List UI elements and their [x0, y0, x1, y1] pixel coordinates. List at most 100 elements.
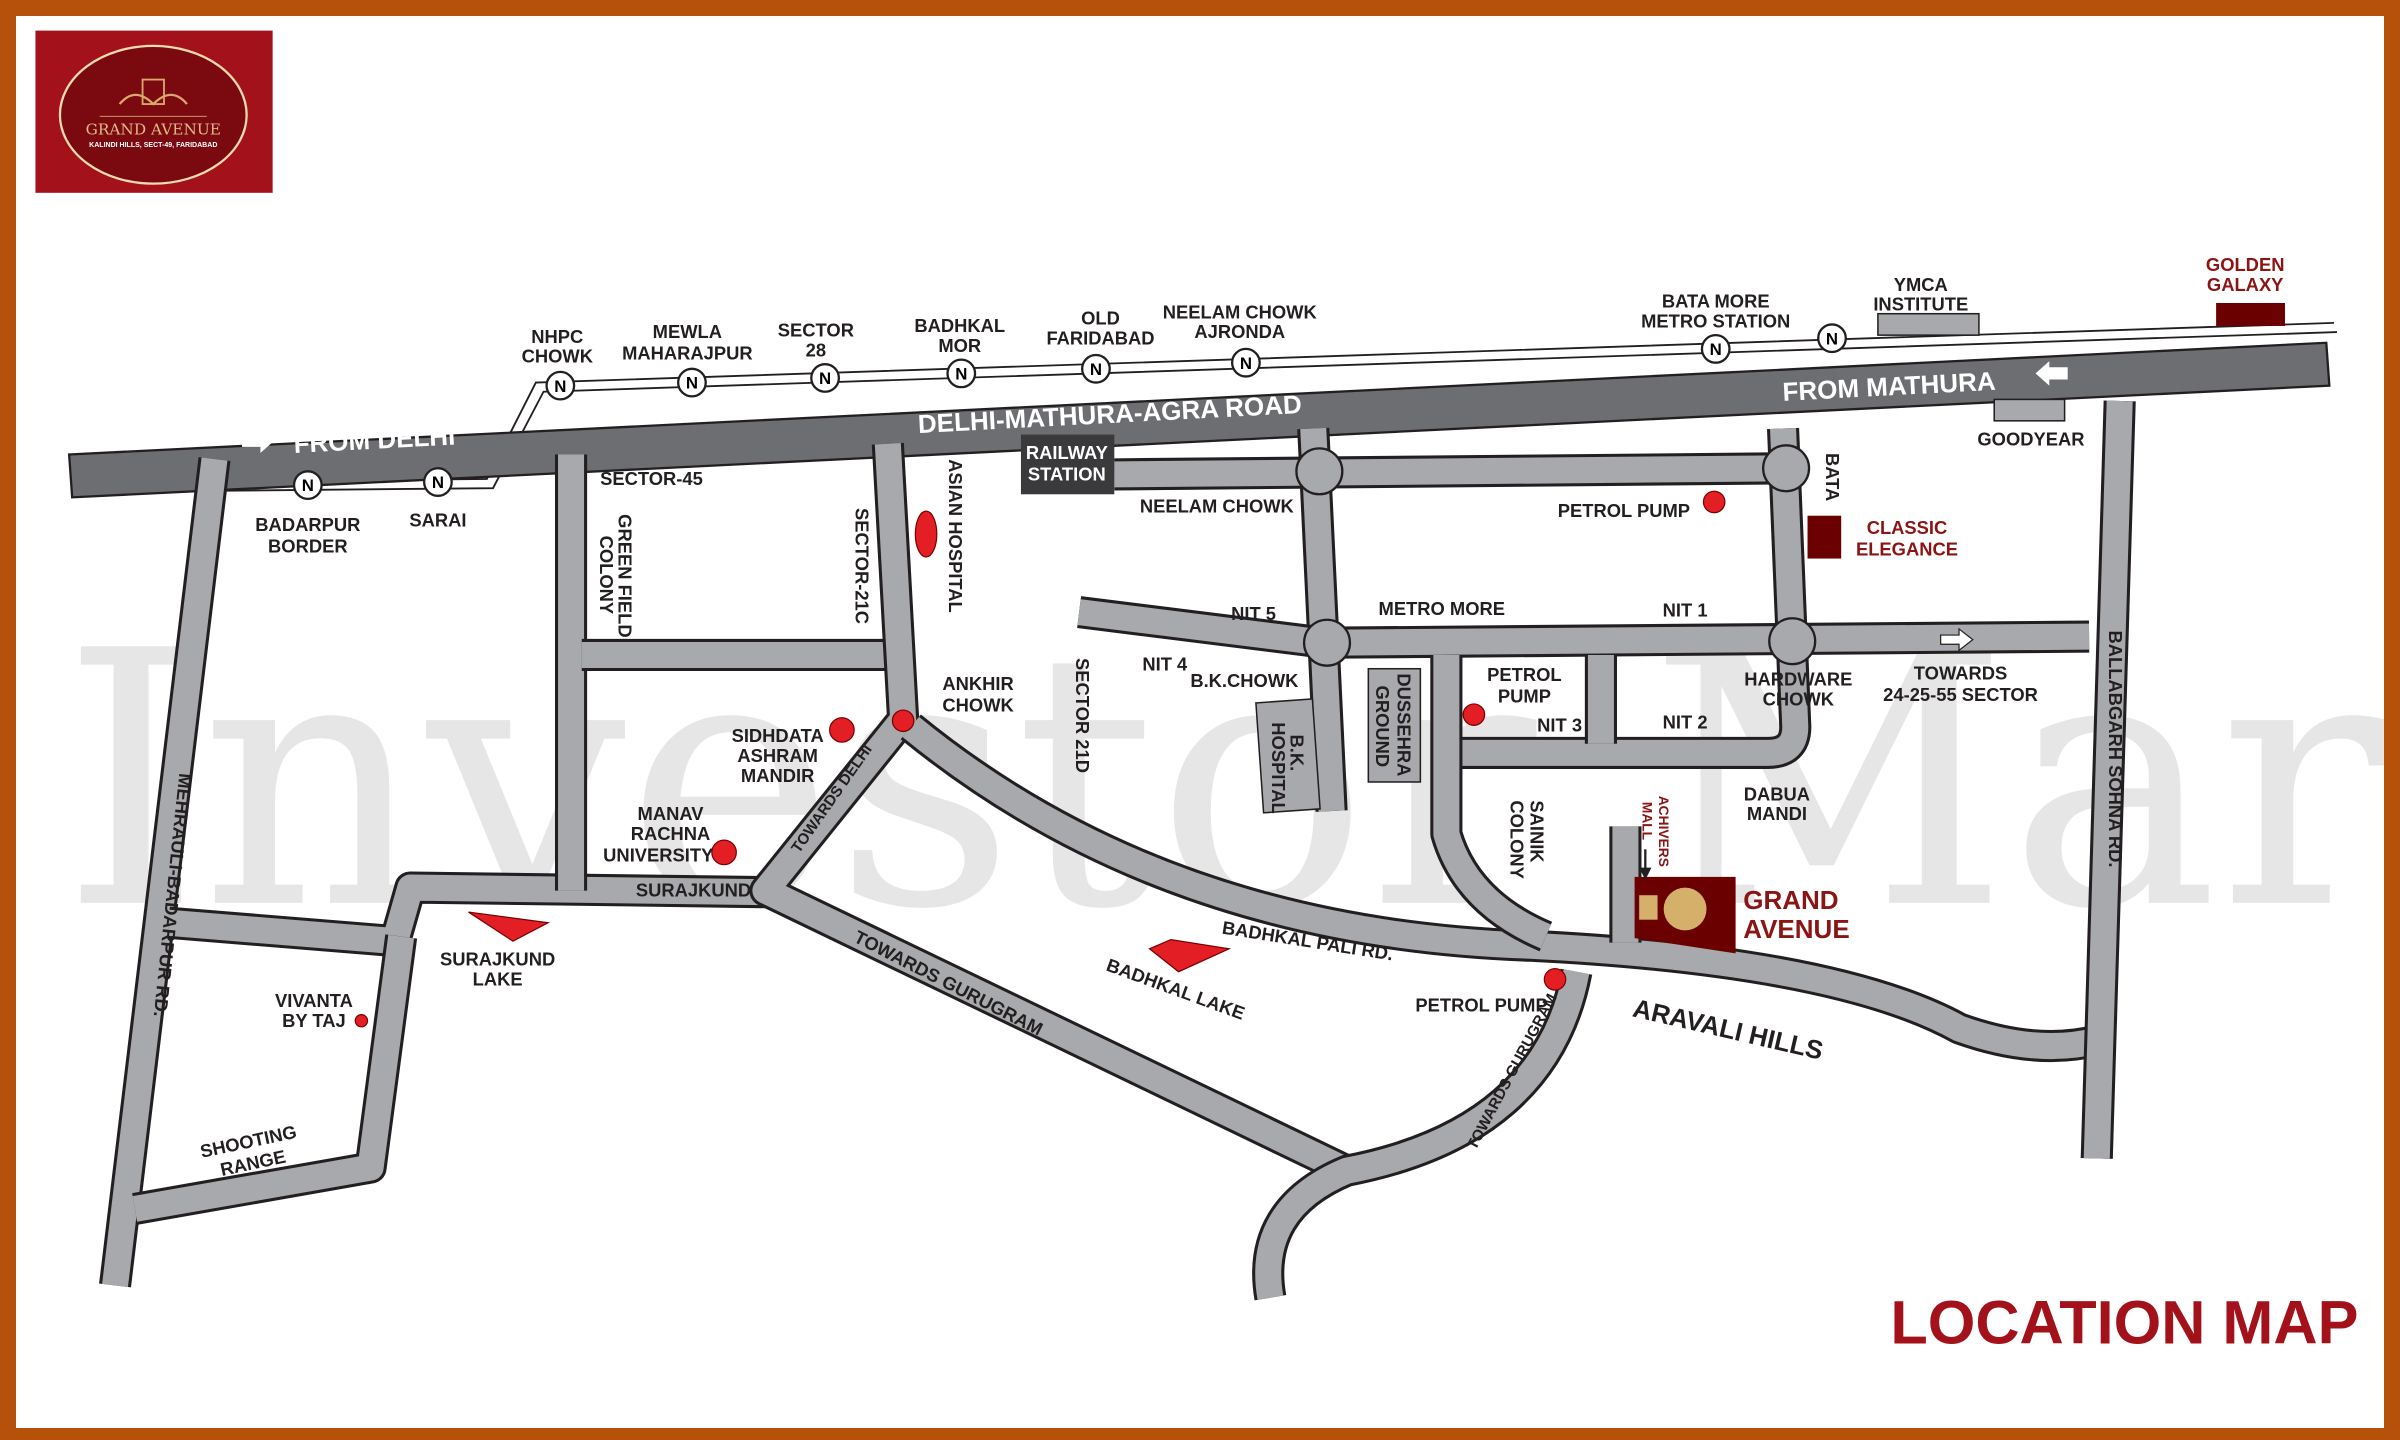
label: MOR	[938, 335, 981, 356]
label: BY TAJ	[282, 1010, 346, 1031]
metro-station-icon: N	[1817, 323, 1847, 354]
label: ANKHIR	[942, 673, 1013, 694]
label: 24-25-55 SECTOR	[1883, 684, 2038, 705]
label: MALL	[1639, 802, 1654, 840]
label: YMCA	[1894, 274, 1948, 295]
label: B.K.	[1286, 735, 1307, 772]
label: PETROL PUMP	[1415, 995, 1547, 1016]
label: CHOWK	[942, 695, 1014, 716]
metro-station-icon: N	[1700, 333, 1731, 364]
label: NEELAM CHOWK	[1163, 301, 1318, 322]
label: SAINIK	[1527, 800, 1548, 863]
metro-station-icon: N	[946, 358, 977, 389]
brand-logo: GRAND AVENUE KALINDI HILLS, SECT-49, FAR…	[35, 30, 273, 193]
label: CLASSIC	[1867, 517, 1948, 538]
label: RAILWAY	[1026, 442, 1108, 463]
label: CHOWK	[1763, 688, 1835, 709]
label: SECTOR-45	[600, 468, 703, 489]
label: GREEN FIELD	[614, 514, 635, 637]
label: PETROL PUMP	[1558, 500, 1690, 521]
label: ELEGANCE	[1856, 538, 1958, 559]
surajkund-lake	[468, 911, 551, 942]
label: METRO MORE	[1379, 598, 1505, 619]
goodyear-marker	[1993, 398, 2066, 422]
metro-station-icon: N	[292, 470, 323, 501]
label: DUSSEHRA	[1393, 673, 1414, 776]
sidhdata-marker	[829, 717, 855, 743]
label: SECTOR-21C	[852, 508, 873, 624]
golden-galaxy-marker	[2216, 302, 2285, 326]
ankhir-marker	[891, 709, 915, 733]
railway-station-marker	[1020, 434, 1115, 495]
label: COLONY	[1507, 800, 1528, 879]
ymca-marker	[1877, 312, 1980, 336]
svg-text:N: N	[1090, 360, 1102, 379]
label: RACHNA	[631, 823, 711, 844]
petrol-pump-marker	[1462, 703, 1486, 726]
label: BALLABGARH SOHNA RD.	[2105, 630, 2126, 867]
label: MEWLA	[653, 321, 722, 342]
label: BADHKAL	[914, 315, 1005, 336]
label: TOWARDS	[1914, 662, 2008, 683]
label: PUMP	[1498, 685, 1551, 706]
grand-avenue-marker	[1634, 849, 1736, 954]
poi-markers	[354, 490, 1726, 1028]
label: BATA MORE	[1662, 291, 1770, 312]
bk-hospital-marker	[1255, 698, 1321, 814]
arrow-right-icon	[1940, 627, 1974, 652]
label: SECTOR 21D	[1072, 658, 1093, 773]
label: MANDI	[1747, 803, 1807, 824]
petrol-pump-marker	[1543, 968, 1567, 991]
label: AJRONDA	[1194, 321, 1285, 342]
label: HARDWARE	[1744, 669, 1852, 690]
label: FARIDABAD	[1046, 327, 1154, 348]
label: SARAI	[409, 509, 466, 530]
dussehra-ground-marker	[1367, 667, 1422, 783]
label: SIDHDATA	[732, 725, 824, 746]
svg-text:N: N	[686, 374, 698, 393]
label: NEELAM CHOWK	[1140, 496, 1295, 517]
metro-station-icon: N	[677, 367, 707, 398]
arrow-left-icon	[2035, 361, 2068, 386]
label: UNIVERSITY	[603, 845, 713, 866]
label: NIT 4	[1142, 653, 1188, 674]
label: NHPC	[531, 326, 583, 347]
grand-avenue-label: AVENUE	[1743, 914, 1849, 944]
label: BADARPUR	[255, 514, 360, 535]
label: SURAJKUND	[636, 880, 751, 901]
label: LAKE	[473, 969, 523, 990]
label: BORDER	[268, 535, 348, 556]
label: VIVANTA	[275, 990, 353, 1011]
label: ASIAN HOSPITAL	[945, 459, 966, 613]
svg-text:N: N	[302, 476, 314, 495]
label: COLONY	[596, 536, 617, 615]
manav-rachna-marker	[711, 839, 737, 866]
metro-station-icon: N	[545, 370, 576, 401]
label: PETROL	[1487, 664, 1561, 685]
label: GROUND	[1372, 686, 1393, 768]
label: 28	[806, 340, 826, 361]
metro-station-icon: N	[810, 363, 840, 393]
label: CHOWK	[522, 346, 594, 367]
label: MANAV	[638, 803, 705, 824]
label: ACHIVERS	[1656, 796, 1671, 867]
grand-avenue-label: GRAND	[1743, 885, 1838, 915]
asian-hospital-marker	[914, 510, 938, 558]
metro-station-icon: N	[1081, 353, 1111, 384]
roundabouts	[1295, 444, 1817, 667]
logo-tagline: KALINDI HILLS, SECT-49, FARIDABAD	[89, 142, 217, 149]
svg-text:N: N	[955, 365, 967, 384]
label: MANDIR	[741, 765, 814, 786]
label: OLD	[1081, 307, 1120, 328]
svg-text:N: N	[1826, 329, 1838, 348]
label: DABUA	[1744, 783, 1810, 804]
metro-station-icon: N	[422, 467, 453, 497]
delhi-mathura-agra-road	[67, 341, 2331, 499]
badhkal-lake	[1148, 938, 1232, 973]
label: MAHARAJPUR	[622, 343, 753, 364]
label: GALAXY	[2207, 274, 2284, 295]
classic-elegance-marker	[1807, 515, 1842, 559]
svg-text:N: N	[819, 369, 831, 388]
label: METRO STATION	[1641, 310, 1790, 331]
